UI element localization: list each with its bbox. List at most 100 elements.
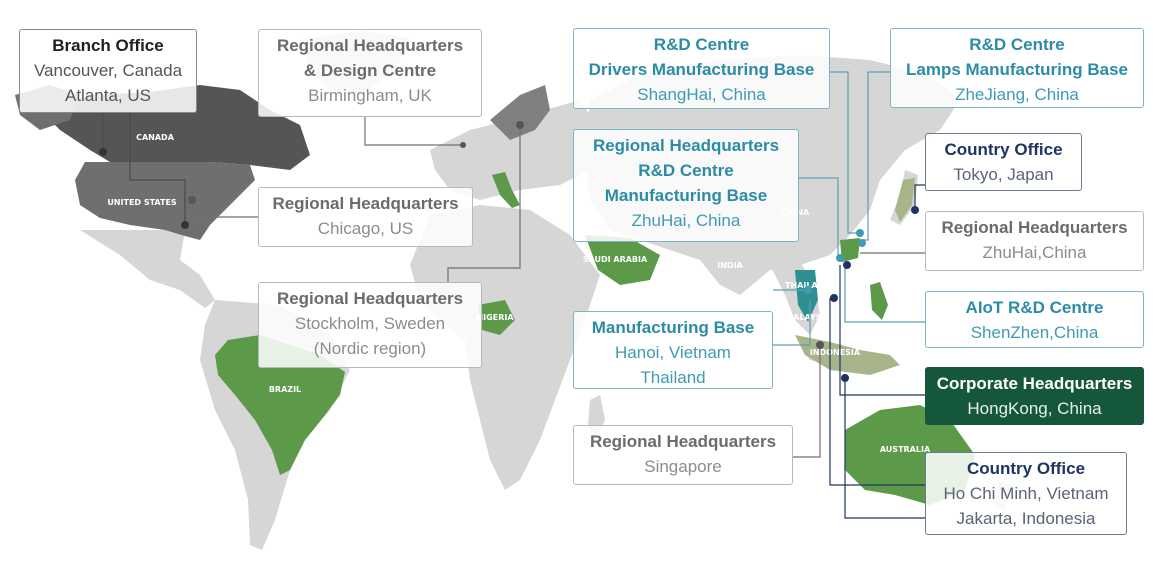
leader-singapore — [793, 345, 821, 458]
dot-shenzhen — [843, 261, 851, 269]
callout-line: ZhuHai, China — [631, 211, 741, 230]
dot-tokyo — [911, 206, 919, 214]
callout-branch-office: Branch Office Vancouver, Canada Atlanta,… — [19, 29, 197, 113]
callout-title: R&D Centre — [969, 35, 1065, 54]
label-canada: CANADA — [136, 133, 175, 142]
leader-drivers — [830, 71, 858, 234]
dot-birmingham — [460, 142, 466, 148]
callout-title: Drivers Manufacturing Base — [588, 60, 815, 79]
dot-stockholm — [516, 121, 524, 129]
label-thailand: THAILAND — [785, 281, 831, 290]
callout-line: Tokyo, Japan — [953, 165, 1054, 184]
region-japan — [895, 178, 915, 222]
region-nigeria — [478, 300, 515, 335]
dot-zhejiang — [858, 239, 866, 247]
dot-vancouver — [99, 148, 107, 156]
callout-line: Birmingham, UK — [308, 86, 432, 105]
label-malaysia: MALAYSIA — [785, 313, 831, 322]
region-italy — [492, 172, 520, 208]
callout-title: Manufacturing Base — [591, 318, 755, 337]
callout-rhq-singapore: Regional Headquarters Singapore — [573, 425, 793, 485]
callout-title: AIoT R&D Centre — [965, 298, 1104, 317]
callout-line: Singapore — [644, 457, 722, 476]
callout-rhq-zhuhai: Regional Headquarters ZhuHai,China — [925, 211, 1144, 271]
callout-title: Regional Headquarters — [589, 432, 777, 451]
callout-title: Manufacturing Base — [604, 186, 768, 205]
dot-jakarta — [841, 374, 849, 382]
leader-stockholm — [447, 125, 521, 282]
leader-chicago — [191, 200, 258, 218]
callout-line: Thailand — [640, 368, 706, 387]
leader-branch-atlanta — [129, 112, 186, 225]
callout-line: (Nordic region) — [313, 339, 427, 358]
leader-manufacturing-2 — [773, 300, 811, 346]
region-brazil — [215, 335, 345, 475]
callout-line: Hanoi, Vietnam — [615, 343, 731, 362]
dot-hanoi — [804, 286, 812, 294]
callout-title: Country Office — [966, 459, 1086, 478]
callout-rhq-zhuhai-full: Regional Headquarters R&D Centre Manufac… — [573, 129, 799, 242]
dot-thailand — [830, 294, 838, 302]
leader-sea-1 — [829, 298, 925, 486]
region-thailand — [795, 270, 818, 322]
dot-zhuhai — [836, 254, 844, 262]
callout-line: Atlanta, US — [65, 86, 151, 105]
callout-rhq-chicago: Regional Headquarters Chicago, US — [258, 187, 473, 247]
leader-lamps — [862, 71, 890, 241]
dot-atlanta — [181, 221, 189, 229]
callout-rd-drivers: R&D Centre Drivers Manufacturing Base Sh… — [573, 28, 830, 109]
location-dots — [99, 121, 919, 382]
label-india: INDIA — [717, 261, 743, 270]
callout-line: HongKong, China — [967, 399, 1102, 418]
callout-country-office-tokyo: Country Office Tokyo, Japan — [925, 133, 1082, 191]
callout-corporate-hq: Corporate Headquarters HongKong, China — [925, 367, 1144, 425]
leader-lines — [102, 71, 925, 519]
callout-line: ZheJiang, China — [955, 85, 1079, 104]
leader-tokyo — [914, 184, 925, 210]
callout-title: Country Office — [944, 140, 1063, 159]
callout-title: Regional Headquarters — [272, 194, 459, 213]
callout-aiot: AIoT R&D Centre ShenZhen,China — [925, 291, 1144, 348]
callout-title: & Design Centre — [303, 61, 437, 80]
callout-line: Stockholm, Sweden — [294, 314, 446, 333]
callout-line: Vancouver, Canada — [33, 61, 183, 80]
dot-shanghai — [856, 229, 864, 237]
callout-title: Branch Office — [52, 36, 164, 55]
label-united-states: UNITED STATES — [107, 198, 177, 207]
dot-chicago — [188, 196, 196, 204]
leader-sea-2 — [844, 378, 925, 519]
callout-line: ZhuHai,China — [982, 243, 1087, 262]
callout-rhq-birmingham: Regional Headquarters & Design Centre Bi… — [258, 29, 482, 117]
callout-line: ShenZhen,China — [970, 323, 1099, 342]
callout-title: Regional Headquarters — [941, 218, 1128, 237]
leader-aiot — [844, 265, 925, 323]
callout-title: Lamps Manufacturing Base — [906, 60, 1128, 79]
callout-line: Jakarta, Indonesia — [956, 509, 1096, 528]
callout-title: R&D Centre — [653, 35, 750, 54]
leader-birmingham — [364, 116, 463, 146]
label-saudi-arabia: SAUDI ARABIA — [583, 255, 648, 264]
label-nigeria: NIGERIA — [476, 313, 514, 322]
callout-rhq-stockholm: Regional Headquarters Stockholm, Sweden … — [258, 282, 482, 368]
callout-line: ShangHai, China — [637, 85, 766, 104]
callout-manufacturing-base: Manufacturing Base Hanoi, Vietnam Thaila… — [573, 311, 773, 389]
callout-title: Regional Headquarters — [276, 36, 464, 55]
callout-title: R&D Centre — [638, 161, 734, 180]
region-scandinavia — [490, 85, 550, 140]
label-australia: AUSTRALIA — [880, 445, 931, 454]
region-philippines — [870, 282, 888, 320]
region-united-states — [75, 162, 255, 240]
label-philippines: PHILIPPINES — [854, 265, 910, 274]
callout-title: Regional Headquarters — [276, 289, 464, 308]
callout-line: Ho Chi Minh, Vietnam — [943, 484, 1109, 503]
callout-rd-lamps: R&D Centre Lamps Manufacturing Base ZheJ… — [890, 28, 1144, 108]
callout-line: Chicago, US — [317, 219, 414, 238]
callout-title: Corporate Headquarters — [936, 374, 1133, 393]
leader-corporate — [839, 265, 925, 396]
region-saudi-arabia — [585, 235, 660, 285]
label-brazil: BRAZIL — [269, 385, 301, 394]
callout-country-office-sea: Country Office Ho Chi Minh, Vietnam Jaka… — [925, 452, 1127, 535]
callout-title: Regional Headquarters — [592, 136, 780, 155]
label-indonesia: INDONESIA — [810, 348, 861, 357]
leader-zhuhai-full — [799, 177, 839, 255]
